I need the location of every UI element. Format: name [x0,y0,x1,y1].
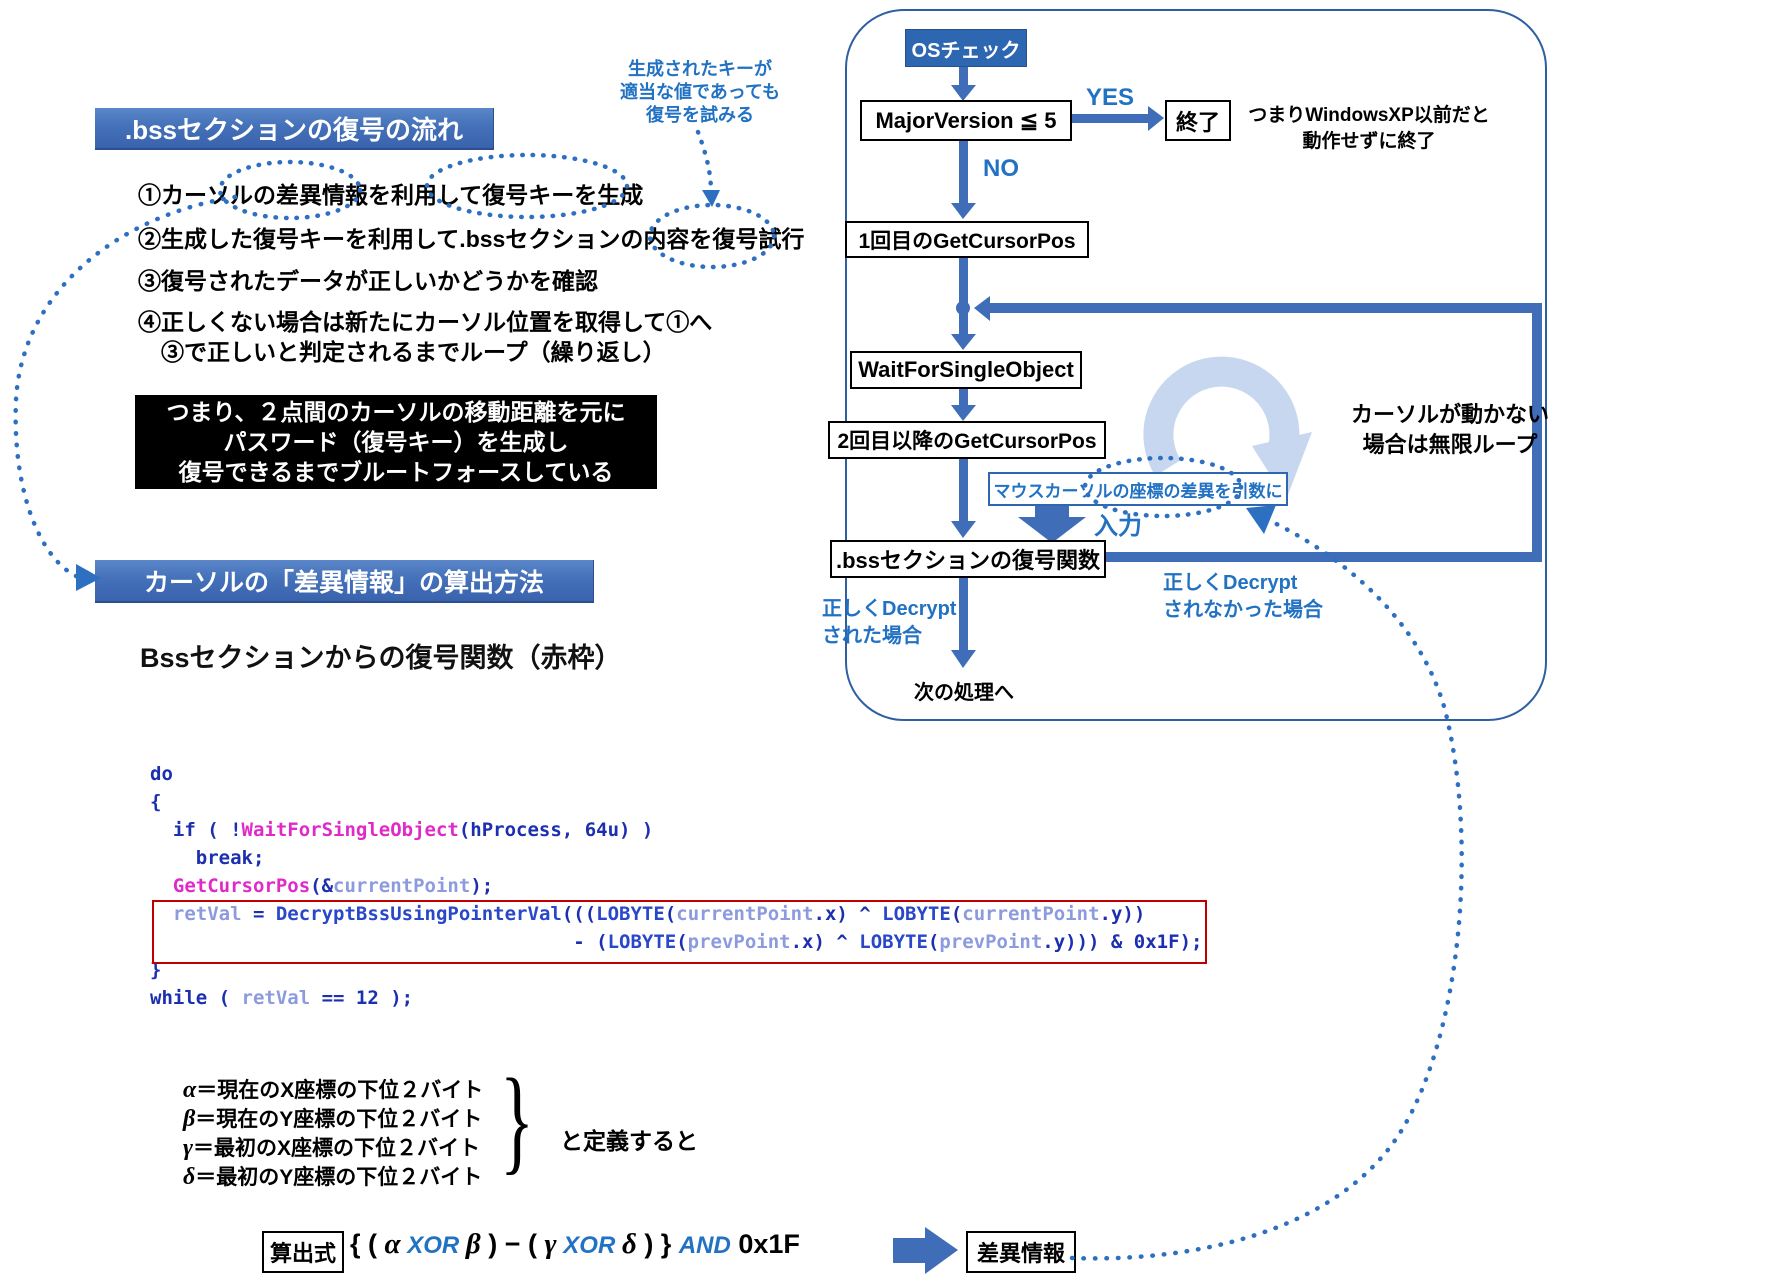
flow-note-end-line1: つまりWindowsXP以前だと [1248,105,1490,126]
def-gamma-text: ＝最初のX座標の下位２バイト [192,1137,480,1160]
code-line: while ( retVal == 12 ); [150,987,414,1009]
flow-label-no: NO [983,155,1019,182]
loop-back-arrowhead [974,296,990,321]
code-line: GetCursorPos(&currentPoint); [150,875,494,897]
def-gamma-symbol: γ [183,1135,193,1161]
key-note-line1: 生成されたキーが [628,59,772,79]
summary-line2: パスワード（復号キー）を生成し [223,429,569,455]
flow-label-yes: YES [1086,84,1135,111]
section-header-bss-flow: .bssセクションの復号の流れ [95,108,494,150]
greek-defs: α＝現在のX座標の下位２バイト β＝現在のY座標の下位２バイト γ＝最初のX座標… [183,1076,483,1192]
def-beta-symbol: β [183,1106,196,1132]
step-4b: ③で正しいと判定されるまでループ（繰り返し） [138,339,666,365]
formula-beta: β [465,1228,481,1260]
def-delta-symbol: δ [183,1164,196,1190]
formula-open: { ( [350,1229,385,1259]
formula-delta: δ [621,1228,637,1260]
formula-alpha: α [384,1228,401,1260]
code-line: if ( !WaitForSingleObject(hProcess, 64u)… [150,819,654,841]
flow-note-ok-line2: された場合 [822,625,922,647]
flow-note-ng-line2: されなかった場合 [1163,599,1323,621]
flow-node-bss-decrypt-fn: .bssセクションの復号関数 [830,540,1106,578]
key-note-line2: 適当な値であっても [619,82,781,102]
flow-note-infinite-loop: カーソルが動かない 場合は無限ループ [1350,400,1550,460]
formula-hex: 0x1F [730,1229,800,1259]
flow-note-decrypt-ng: 正しくDecrypt されなかった場合 [1163,570,1323,624]
step-3: ③復号されたデータが正しいかどうかを確認 [138,268,598,294]
loop-refresh-icon [1143,356,1312,500]
flow-node-getcursorpos-1: 1回目のGetCursorPos [845,221,1089,258]
formula-xor1: XOR [400,1232,466,1259]
flow-label-input: 入力 [1094,513,1142,540]
formula-minus: ) − ( [480,1229,545,1259]
flow-note-loop-line1: カーソルが動かない [1350,402,1549,427]
flow-label-next: 次の処理へ [914,682,1014,704]
defs-note: と定義すると [560,1128,698,1154]
step-1: ①カーソルの差異情報を利用して復号キーを生成 [138,182,644,208]
flow-node-waitforsingleobject: WaitForSingleObject [850,351,1082,389]
key-note-line3: 復号を試みる [646,105,754,125]
flow-note-end: つまりWindowsXP以前だと 動作せずに終了 [1243,103,1495,155]
code-line: do [150,763,173,785]
input-arrow [1018,500,1086,543]
flow-node-major-version: MajorVersion ≦ 5 [860,100,1072,141]
summary-black-box: つまり、２点間のカーソルの移動距離を元に パスワード（復号キー）を生成し 復号で… [135,395,657,489]
flow-note-decrypt-ok: 正しくDecrypt された場合 [822,596,956,650]
def-alpha-symbol: α [183,1077,197,1103]
code-line: { [150,791,162,813]
defs-brace: } [500,1054,534,1185]
formula-label-box: 算出式 [262,1231,344,1273]
flow-note-end-line2: 動作せずに終了 [1302,131,1436,152]
key-note: 生成されたキーが 適当な値であっても 復号を試みる [600,58,800,127]
summary-line1: つまり、２点間のカーソルの移動距離を元に [166,399,626,425]
formula-and: AND [678,1232,731,1259]
formula-close: ) } [636,1229,679,1259]
def-beta-text: ＝現在のY座標の下位２バイト [195,1108,483,1131]
formula-xor2: XOR [556,1232,622,1259]
flow-arrows [893,64,1164,1274]
flow-node-end: 終了 [1165,100,1231,141]
section-header-diff-calc: カーソルの「差異情報」の算出方法 [95,560,594,603]
def-delta-text: ＝最初のY座標の下位２バイト [195,1166,483,1189]
code-block: do { if ( !WaitForSingleObject(hProcess, … [150,760,1202,1012]
step-2: ②生成した復号キーを利用して.bssセクションの内容を復号試行 [138,226,805,252]
code-title: Bssセクションからの復号関数（赤枠） [140,643,622,673]
formula-gamma: γ [544,1228,557,1260]
code-line: } [150,959,162,981]
flow-node-os-check: OSチェック [905,29,1027,67]
flow-note-ng-line1: 正しくDecrypt [1163,572,1298,594]
formula-result-box: 差異情報 [966,1231,1076,1273]
formula-expression: { ( α XOR β ) − ( γ XOR δ ) } AND 0x1F [350,1228,800,1261]
step-4: ④正しくない場合は新たにカーソル位置を取得して①へ [138,309,713,335]
flow-note-arg: マウスカーソルの座標の差異を引数に [988,472,1288,506]
code-red-frame [152,900,1207,964]
formula-arrow [893,1227,958,1274]
flow-node-getcursorpos-2: 2回目以降のGetCursorPos [828,421,1106,459]
summary-line3: 復号できるまでブルートフォースしている [178,459,614,485]
def-alpha-text: ＝現在のX座標の下位２バイト [196,1079,484,1102]
code-line: break; [150,847,265,869]
flow-note-loop-line2: 場合は無限ループ [1362,432,1538,457]
flow-note-ok-line1: 正しくDecrypt [822,598,957,620]
